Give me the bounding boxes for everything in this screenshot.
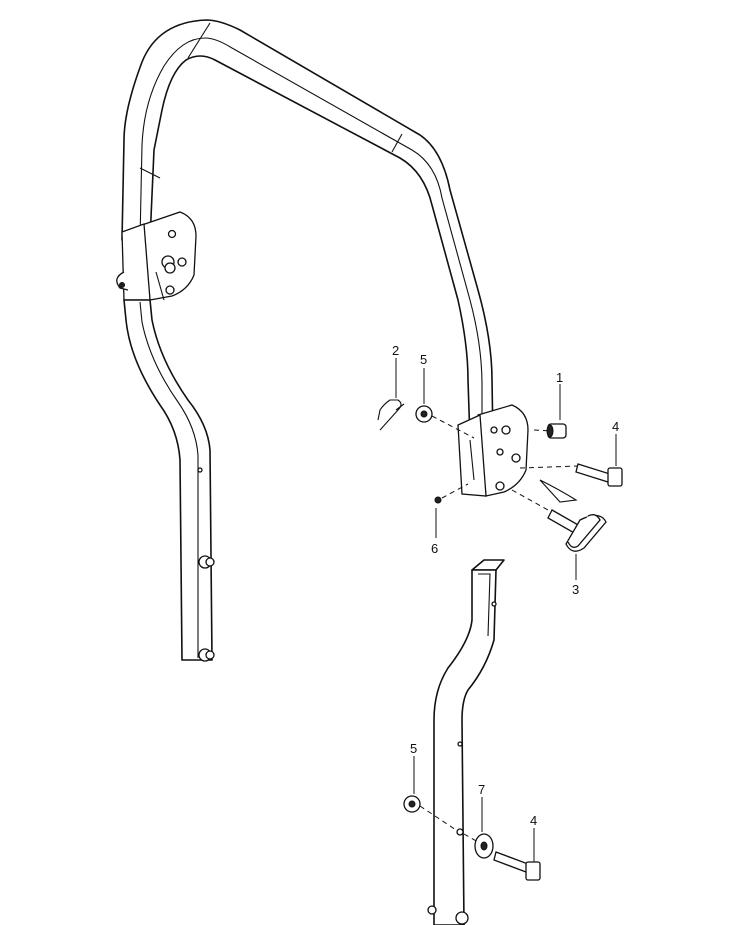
roll-bar-hoop bbox=[121, 19, 494, 441]
nut-part-5-lower bbox=[403, 795, 421, 813]
washer-part-7 bbox=[474, 833, 494, 859]
callout-4-upper: 4 bbox=[612, 419, 619, 434]
callout-4-lower: 4 bbox=[530, 813, 537, 828]
right-lower-leg bbox=[427, 559, 505, 925]
nut-part-5-upper bbox=[415, 405, 433, 423]
bolt-part-4-lower bbox=[493, 851, 541, 881]
callout-7: 7 bbox=[478, 782, 485, 797]
spacer-part-1 bbox=[546, 423, 567, 439]
hitch-pin-part-3 bbox=[539, 479, 607, 552]
nut-part-6 bbox=[434, 496, 442, 504]
callout-6: 6 bbox=[431, 541, 438, 556]
assembly-lines bbox=[419, 415, 579, 843]
callout-leaders bbox=[395, 358, 617, 862]
callout-3: 3 bbox=[572, 582, 579, 597]
callout-5-lower: 5 bbox=[410, 741, 417, 756]
hair-pin-clip-part-2 bbox=[377, 399, 405, 431]
callout-labels: 1 2 3 4 5 6 5 7 4 bbox=[392, 343, 619, 828]
right-hinge-bracket bbox=[457, 404, 529, 497]
callout-2: 2 bbox=[392, 343, 399, 358]
left-lower-leg bbox=[123, 299, 215, 662]
callout-1: 1 bbox=[556, 370, 563, 385]
bolt-part-4-upper bbox=[575, 463, 623, 487]
callout-5-upper: 5 bbox=[420, 352, 427, 367]
